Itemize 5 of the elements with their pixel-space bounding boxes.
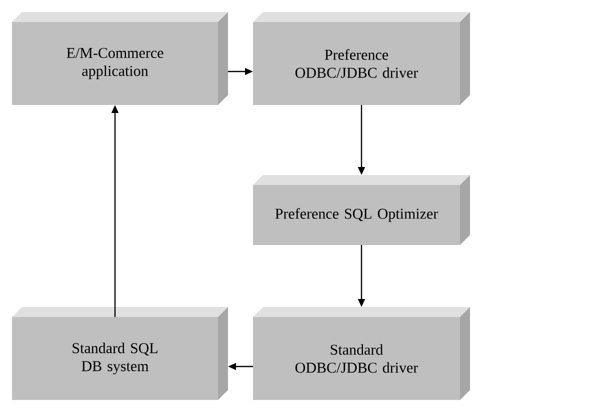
process-box: Standard ODBC/JDBC driver xyxy=(253,307,470,400)
process-box: Preference ODBC/JDBC driver xyxy=(253,12,470,105)
process-box: Preference SQL Optimizer xyxy=(253,175,470,245)
process-box: E/M-Commerce application xyxy=(12,12,228,105)
process-box: Standard SQL DB system xyxy=(12,307,228,400)
